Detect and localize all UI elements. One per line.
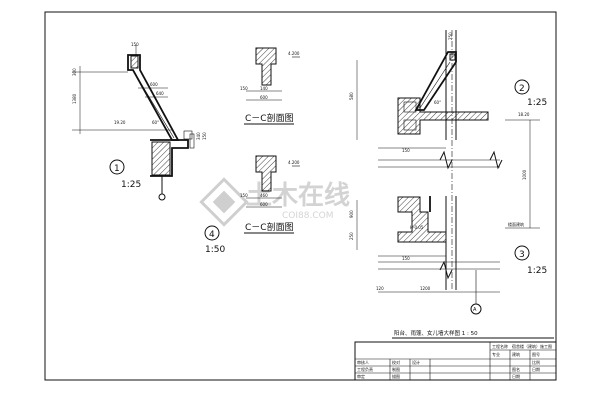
cc-top-elev: 4.200 [288,51,300,56]
tb-r4-2: 图名 [512,366,520,372]
tb-drawing-no: 图号 [532,351,540,357]
tb-date: 日期 [532,366,540,372]
detail-3-marker [514,245,530,261]
detail-1-scale: 1:25 [121,180,141,190]
d3-elev: H-0.05 [410,225,424,230]
d2-angle: 60° [434,100,441,105]
tb-r4-1: 制图 [392,366,400,372]
section-cc-bottom: 4.200 150 460 600 C－C剖面图 [240,155,300,234]
detail-2-scale: 1:25 [527,98,547,108]
watermark-url: COI88.COM [282,211,333,221]
d3-dim-900: 900 [349,210,354,218]
tb-r3-0: 审核人 [357,359,369,365]
detail-1: 300 1380 150 19.20 60° 600 640 340 150 1… [72,42,207,201]
title-block: 工程名称 宿舍楼（建筑）施工图 专业 建筑 图号 比例 日期 审核人 校对 设计… [354,341,557,381]
cc-bottom-dim-600: 600 [260,202,268,207]
d2-dim-250: 250 [448,32,453,40]
tb-r5-2: 日期 [512,373,520,379]
cc-top-dim-600: 600 [260,95,268,100]
tb-scale: 比例 [532,359,540,365]
detail-4-number: 4 [209,230,215,240]
tb-major-val: 建筑 [512,351,520,357]
d1-elev: 19.20 [114,120,126,125]
watermark-logo-icon [199,177,249,227]
detail-1-marker [109,159,125,175]
tb-r5-0: 审定 [357,373,365,379]
cc-bottom-dim-150: 150 [240,193,248,198]
tb-r3-2: 设计 [412,359,420,365]
axis-a-marker [470,303,482,315]
cc-bottom-elev: 4.200 [288,160,300,165]
d1-dim-300: 300 [72,68,77,76]
axis-a-label: A [473,307,477,313]
d1-dim-640: 640 [156,91,164,96]
watermark: 土木在线 COI88.COM [199,177,350,227]
d2-elev: 18.20 [518,112,530,117]
d2-dim-150: 150 [402,148,410,153]
detail-2-number: 2 [519,84,525,94]
cc-top-dim-150: 150 [240,86,248,91]
detail-1-number: 1 [114,164,120,174]
detail-4-marker [204,225,220,241]
d3-dim-120: 120 [376,286,384,291]
tb-r4-0: 工程负责 [357,366,373,372]
d1-angle: 60° [152,120,159,125]
detail-4: 4 1:50 [204,225,225,255]
cc-bottom-title: C－C剖面图 [245,221,294,233]
d3-dim-150: 150 [402,256,410,261]
d1-dim-150: 150 [131,42,139,47]
tb-project-label: 工程名称 [492,343,508,349]
section-cc-top: 4.200 150 140 600 C－C剖面图 [240,47,300,125]
cc-top-title: C－C剖面图 [245,112,294,124]
d3-dim-1200: 1200 [420,286,431,291]
detail-3-scale: 1:25 [527,266,547,276]
d1-dim-150b: 150 [202,132,207,140]
cc-top-dim-140: 140 [260,86,268,91]
dim-right-1000: 1000 [522,169,527,180]
sheet-title: 阳台、雨篷、女儿墙大样图 1 : 50 [394,329,478,337]
detail-2-marker [514,79,530,95]
tb-r5-1: 描图 [392,373,400,379]
detail-3-number: 3 [519,250,525,260]
d1-dim-340: 340 [196,132,201,140]
d1-dim-1380: 1380 [72,93,77,104]
cc-bottom-dim-460: 460 [260,193,268,198]
tb-r3-1: 校对 [392,359,400,365]
drawing-border [44,11,557,381]
tb-project-name: 宿舍楼（建筑）施工图 [512,343,552,349]
tb-major: 专业 [492,351,500,357]
detail-2-3: 250 60° 18.20 150 580 H-0.05 250 150 900… [349,30,547,315]
detail-4-scale: 1:50 [205,245,225,255]
d1-dim-600: 600 [150,82,158,87]
d3-dim-250: 250 [349,232,354,240]
d2-dim-580: 580 [349,92,354,100]
label-right: 楼面建筑 [508,221,524,227]
